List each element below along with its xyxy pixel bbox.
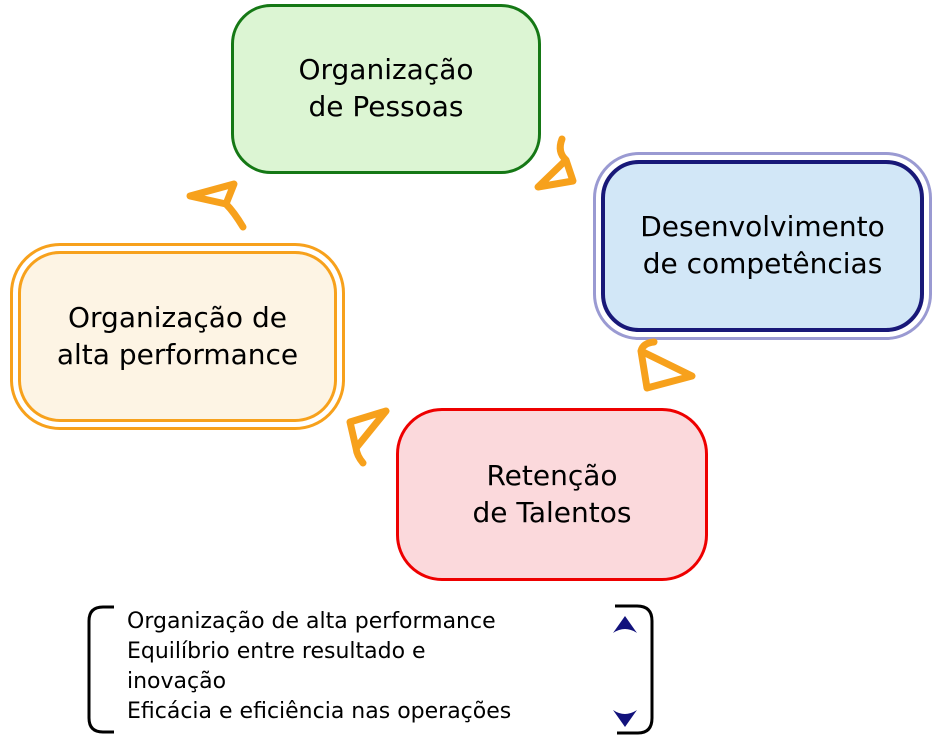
up-arrow-icon: [613, 616, 637, 633]
cycle-arrow-top-left-icon: [186, 180, 247, 231]
left-bracket: [87, 605, 114, 734]
cycle-arrow-bottom-right-icon: [637, 338, 696, 392]
footer-list-item: Eficácia e eficiência nas operações: [127, 699, 512, 724]
cycle-arrow-top-right-icon: [534, 135, 577, 191]
node-label: Retenção de Talentos: [472, 458, 632, 529]
node-label: Organização de Pessoas: [298, 53, 474, 123]
node-label: Desenvolvimento de competências: [640, 210, 885, 280]
node-label: Organização de alta performance: [56, 300, 299, 371]
node-inner-shape: Organização de alta performance: [18, 251, 337, 422]
node-retencao-de-talentos: Retenção de Talentos: [396, 408, 708, 581]
node-organizacao-de-alta-performance: Organização de alta performance: [10, 243, 345, 430]
node-inner-shape: Desenvolvimento de competências: [601, 160, 924, 332]
down-arrow-icon: [613, 710, 637, 727]
footer-list: Organização de alta performance Equilíbr…: [127, 607, 609, 727]
footer-list-item: Organização de alta performance: [127, 609, 496, 634]
cycle-arrow-bottom-left-icon: [346, 407, 390, 467]
right-bracket: [615, 604, 654, 735]
footer-list-item: Equilíbrio entre resultado e inovação: [127, 639, 426, 694]
node-organizacao-de-pessoas: Organização de Pessoas: [231, 4, 541, 174]
node-desenvolvimento-de-competencias: Desenvolvimento de competências: [593, 152, 932, 340]
